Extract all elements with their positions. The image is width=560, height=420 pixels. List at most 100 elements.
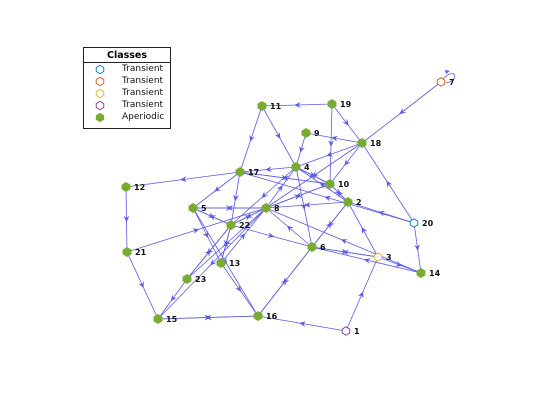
node-label-1: 1 [354, 327, 360, 336]
edge-21-8 [126, 207, 267, 253]
legend-marker-shape [95, 88, 105, 99]
edge-16-6 [257, 246, 313, 317]
edge-19-11 [261, 102, 333, 108]
edge-20-14 [413, 222, 422, 274]
legend-title: Classes [84, 48, 170, 63]
node-14 [416, 268, 426, 278]
edge-19-10 [328, 103, 334, 185]
node-11 [257, 101, 267, 111]
node-17 [235, 167, 245, 177]
legend-item: Aperiodic [84, 111, 170, 123]
edge-arrow-7-7 [445, 70, 450, 74]
node-16 [253, 311, 263, 321]
edge-18-10 [329, 142, 363, 185]
edge-20-18 [361, 142, 415, 224]
node-18 [357, 138, 367, 148]
node-12 [121, 182, 131, 192]
edge-8-10 [265, 183, 331, 209]
edge-1-3 [345, 256, 379, 332]
legend-item-label: Transient [122, 76, 164, 86]
edge-13-22 [220, 224, 232, 264]
edge-18-4 [295, 142, 363, 168]
edge-7-18 [361, 81, 442, 144]
node-label-17: 17 [248, 168, 259, 177]
node-label-15: 15 [166, 315, 178, 324]
node-13 [216, 258, 226, 268]
edge-4-17 [239, 166, 297, 173]
edge-9-4 [295, 132, 307, 168]
edge-23-15 [157, 278, 188, 320]
edge-11-17 [239, 105, 263, 173]
node-20 [409, 218, 419, 228]
edge-22-8 [230, 207, 267, 226]
legend-marker-icon [95, 112, 105, 123]
node-label-9: 9 [314, 129, 320, 138]
node-label-5: 5 [201, 204, 207, 213]
node-label-14: 14 [429, 269, 441, 278]
legend-item: Transient [84, 99, 170, 111]
node-21 [122, 247, 132, 257]
edge-2-4 [295, 166, 349, 203]
node-label-21: 21 [135, 248, 147, 257]
edge-3-2 [347, 201, 379, 258]
edge-1-16 [257, 315, 347, 332]
legend-marker-shape [95, 76, 105, 87]
edge-17-12 [125, 171, 241, 188]
edge-13-8 [220, 207, 267, 264]
node-label-23: 23 [195, 275, 206, 284]
node-label-7: 7 [449, 78, 455, 87]
legend-item-label: Aperiodic [122, 112, 165, 122]
node-9 [301, 128, 311, 138]
legend-marker-icon [95, 88, 105, 99]
edge-6-8 [265, 207, 313, 248]
edge-14-6 [311, 246, 422, 274]
node-label-6: 6 [320, 243, 326, 252]
edge-12-21 [123, 186, 130, 253]
edge-20-17 [239, 171, 415, 224]
edge-14-8 [265, 207, 422, 274]
node-label-2: 2 [356, 198, 362, 207]
legend-marker-icon [95, 64, 105, 75]
edge-23-22 [186, 224, 232, 280]
legend-marker-shape [95, 64, 105, 75]
nodes-layer [121, 77, 446, 336]
node-label-22: 22 [239, 221, 250, 230]
edge-22-5 [192, 207, 232, 226]
legend-marker-shape [95, 100, 105, 111]
legend-item-label: Transient [122, 64, 164, 74]
legend-marker-icon [95, 76, 105, 87]
legend-item-label: Transient [122, 88, 164, 98]
edge-17-10 [239, 171, 331, 185]
node-8 [261, 203, 271, 213]
edge-2-8 [265, 201, 349, 209]
edge-6-3 [311, 246, 379, 258]
node-7 [436, 77, 446, 87]
edge-11-4 [261, 105, 297, 168]
edge-13-16 [220, 262, 259, 317]
legend-item: Transient [84, 75, 170, 87]
node-label-10: 10 [338, 180, 350, 189]
legend-item: Transient [84, 63, 170, 75]
node-label-3: 3 [386, 253, 392, 262]
node-label-18: 18 [370, 139, 382, 148]
edge-19-18 [331, 103, 363, 144]
node-label-20: 20 [422, 219, 434, 228]
edge-4-10 [295, 166, 331, 185]
node-19 [327, 99, 337, 109]
legend-item: Transient [84, 87, 170, 99]
node-label-11: 11 [270, 102, 282, 111]
node-3 [373, 252, 383, 262]
node-22 [226, 220, 236, 230]
edge-22-6 [230, 224, 313, 248]
edge-4-6 [295, 166, 313, 248]
edge-6-2 [311, 201, 349, 248]
node-5 [188, 203, 198, 213]
edge-21-15 [126, 251, 159, 320]
node-4 [291, 162, 301, 172]
node-label-12: 12 [134, 183, 145, 192]
edge-18-9 [305, 132, 363, 144]
